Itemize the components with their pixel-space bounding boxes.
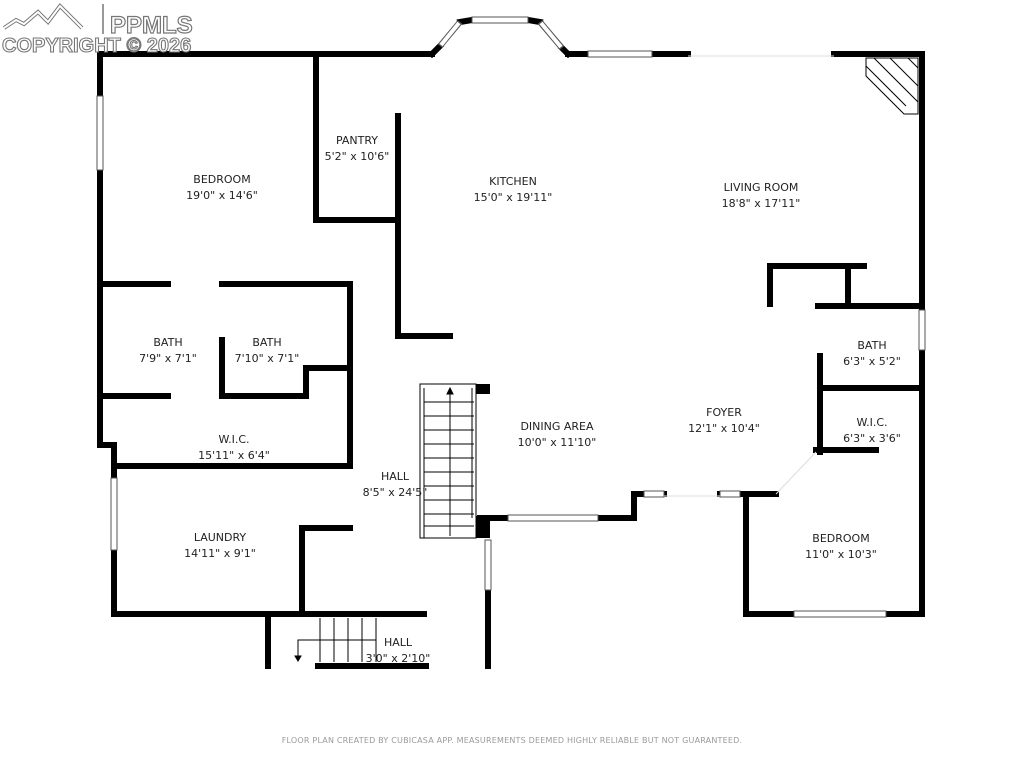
room-name: PANTRY (335, 134, 379, 147)
room-name: W.I.C. (856, 416, 888, 429)
room-dimensions: 6'3" x 5'2" (843, 355, 901, 368)
room-label-pantry: PANTRY 5'2" x 10'6" (325, 133, 390, 165)
room-dimensions: 5'2" x 10'6" (324, 150, 390, 163)
room-dimensions: 7'9" x 7'1" (139, 352, 197, 365)
room-label-hall-1: HALL 8'5" x 24'5" (363, 469, 428, 501)
room-name: LIVING ROOM (723, 181, 799, 194)
room-label-hall-2: HALL 3'0" x 2'10" (366, 635, 431, 667)
room-name: BATH (857, 339, 887, 352)
fireplace-icon (865, 57, 919, 115)
room-name: FOYER (706, 406, 742, 419)
room-name: W.I.C. (218, 433, 250, 446)
room-label-bedroom-2: BEDROOM 11'0" x 10'3" (805, 531, 877, 563)
room-label-wic-1: W.I.C. 15'11" x 6'4" (198, 432, 270, 464)
room-label-laundry: LAUNDRY 14'11" x 9'1" (184, 530, 256, 562)
room-label-living-room: LIVING ROOM 18'8" x 17'11" (722, 180, 801, 212)
room-name: DINING AREA (520, 420, 594, 433)
room-name: HALL (380, 470, 410, 483)
room-dimensions: 12'1" x 10'4" (688, 422, 760, 435)
copyright-text: COPYRIGHT © 2026 (1, 34, 192, 57)
room-dimensions: 6'3" x 3'6" (843, 432, 901, 445)
room-name: KITCHEN (489, 175, 537, 188)
room-label-dining-area: DINING AREA 10'0" x 11'10" (518, 419, 597, 451)
room-dimensions: 15'0" x 19'11" (473, 191, 553, 204)
room-label-bedroom-1: BEDROOM 19'0" x 14'6" (186, 172, 258, 204)
room-label-kitchen: KITCHEN 15'0" x 19'11" (474, 174, 553, 206)
room-name: BEDROOM (812, 532, 870, 545)
room-dimensions: 3'0" x 2'10" (365, 652, 431, 665)
walls (97, 16, 925, 669)
room-label-bath-1: BATH 7'9" x 7'1" (139, 335, 197, 367)
room-dimensions: 15'11" x 6'4" (198, 449, 270, 462)
room-name: BATH (252, 336, 282, 349)
room-dimensions: 7'10" x 7'1" (234, 352, 300, 365)
mountain-logo-icon (2, 2, 104, 34)
room-name: BATH (153, 336, 183, 349)
openings (664, 55, 834, 497)
disclaimer-footer: FLOOR PLAN CREATED BY CUBICASA APP. MEAS… (281, 736, 743, 745)
room-label-foyer: FOYER 12'1" x 10'4" (688, 405, 760, 437)
room-dimensions: 14'11" x 9'1" (184, 547, 256, 560)
room-label-bath-2: BATH 7'10" x 7'1" (235, 335, 300, 367)
main-staircase (419, 383, 477, 539)
room-name: LAUNDRY (193, 531, 247, 544)
room-dimensions: 8'5" x 24'5" (362, 486, 428, 499)
room-dimensions: 10'0" x 11'10" (517, 436, 597, 449)
room-dimensions: 19'0" x 14'6" (186, 189, 258, 202)
room-name: HALL (383, 636, 413, 649)
lower-staircase (294, 618, 377, 662)
room-name: BEDROOM (193, 173, 251, 186)
room-label-wic-2: W.I.C. 6'3" x 3'6" (843, 415, 901, 447)
brand-name: PPMLS (109, 11, 193, 39)
room-label-bath-3: BATH 6'3" x 5'2" (843, 338, 901, 370)
room-dimensions: 18'8" x 17'11" (721, 197, 801, 210)
windows (96, 16, 926, 618)
room-dimensions: 11'0" x 10'3" (805, 548, 877, 561)
